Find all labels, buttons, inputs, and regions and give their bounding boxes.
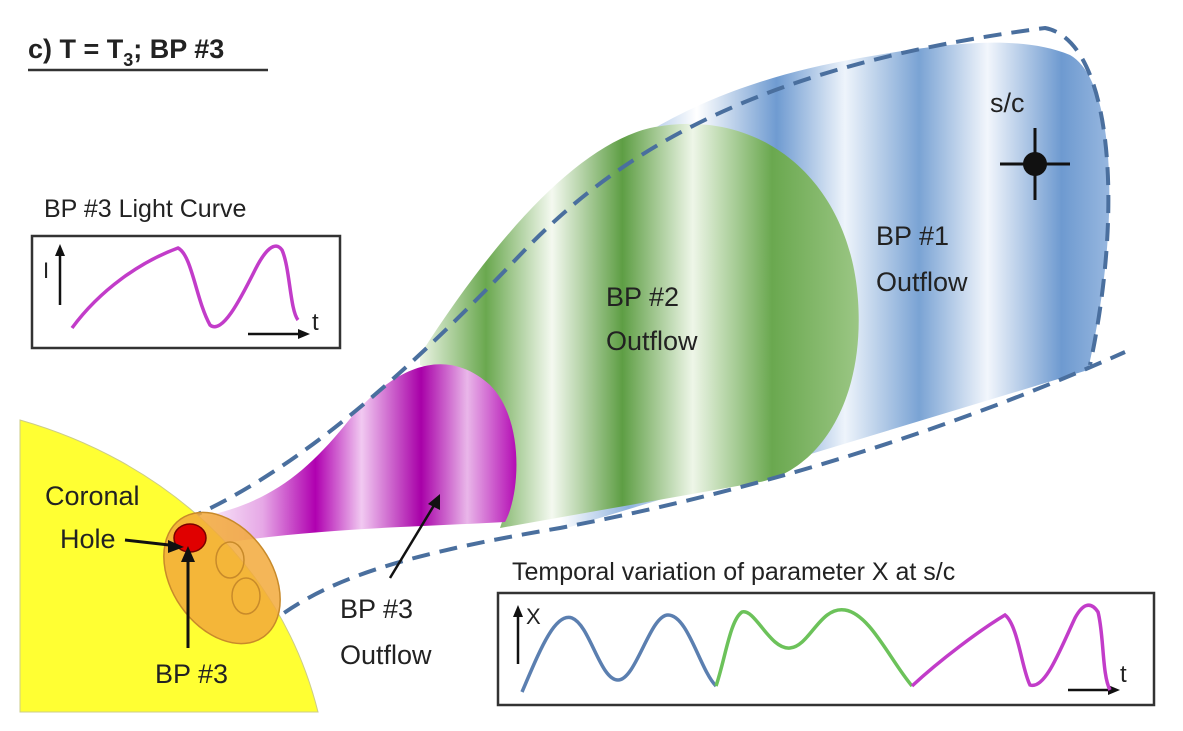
coronal-hole-arrowhead bbox=[168, 540, 184, 553]
bp3-outflow-arrowhead bbox=[428, 494, 440, 510]
lower-envelope-dashed bbox=[260, 350, 1126, 632]
temporal-title: Temporal variation of parameter X at s/c bbox=[512, 558, 955, 586]
temporal-y-label: X bbox=[526, 604, 541, 629]
light-curve-x-label: t bbox=[312, 309, 319, 336]
bp3-pointer-arrowhead bbox=[181, 546, 195, 562]
panel-title-subscript: 3 bbox=[123, 50, 133, 70]
spacecraft-label: s/c bbox=[990, 88, 1025, 118]
light-curve-line bbox=[70, 244, 300, 330]
panel-title-suffix: ; BP #3 bbox=[133, 34, 224, 64]
temporal-line-bp1 bbox=[520, 613, 718, 693]
bp2-outflow-region bbox=[420, 123, 859, 528]
light-curve-title: BP #3 Light Curve bbox=[44, 195, 246, 223]
temporal-y-arrowhead bbox=[513, 605, 523, 617]
bright-point-ring-1 bbox=[215, 541, 245, 579]
light-curve-x-arrowhead bbox=[298, 329, 310, 339]
light-curve-y-arrowhead bbox=[55, 244, 65, 256]
svg-text:c) T = T3; BP #3: c) T = T3; BP #3 bbox=[28, 34, 224, 70]
temporal-line-bp2 bbox=[714, 608, 914, 688]
coronal-hole-label-line2: Hole bbox=[60, 524, 116, 554]
bp3-outflow-arrow bbox=[388, 501, 438, 579]
upper-envelope-dashed bbox=[184, 25, 1111, 522]
bp2-outflow-label-line2: Outflow bbox=[606, 326, 698, 356]
panel-title-prefix: c) T = T bbox=[28, 34, 124, 64]
light-curve-y-label: I bbox=[43, 258, 49, 283]
bp3-outflow-region bbox=[185, 364, 517, 548]
bp3-outflow-label-line1: BP #3 bbox=[340, 594, 413, 624]
light-curve-frame bbox=[30, 234, 342, 350]
temporal-frame bbox=[496, 591, 1156, 707]
bright-point-label: BP #3 bbox=[155, 659, 228, 689]
coronal-hole-label-line1: Coronal bbox=[45, 481, 140, 511]
bp3-outflow-label-line2: Outflow bbox=[340, 640, 432, 670]
bp1-outflow-label-line1: BP #1 bbox=[876, 221, 949, 251]
temporal-x-label: t bbox=[1120, 661, 1127, 688]
spacecraft-icon bbox=[1000, 128, 1070, 200]
panel-title: c) T = T3; BP #3 bbox=[28, 34, 268, 72]
bright-point-ring-2 bbox=[231, 577, 261, 615]
temporal-x-arrowhead bbox=[1108, 685, 1120, 695]
temporal-line-bp3 bbox=[910, 603, 1112, 691]
bp2-outflow-label-line1: BP #2 bbox=[606, 282, 679, 312]
bp1-outflow-label-line2: Outflow bbox=[876, 267, 968, 297]
